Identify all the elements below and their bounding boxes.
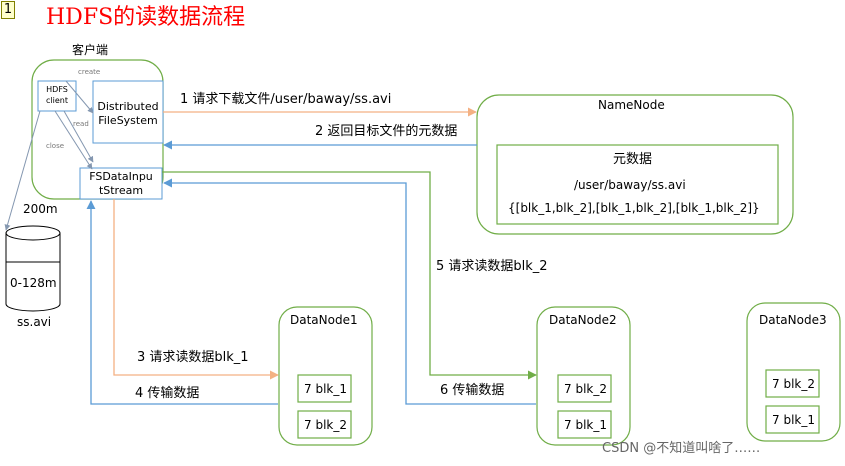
slide-number: 1 — [1, 1, 15, 19]
fs-input-stream-text: FSDataInpu tStream — [89, 170, 153, 197]
hdfs-client-text: HDFS client — [46, 85, 68, 105]
datanode-2-block-1-box — [557, 374, 612, 403]
file-size-label: 200m — [23, 202, 58, 216]
step-6-label: 6 传输数据 — [440, 383, 505, 398]
step-5-arrow — [162, 171, 537, 380]
file-segment-label: 0-128m — [10, 276, 57, 290]
datanode-1-block-2: 7 blk_2 — [304, 418, 347, 432]
datanode-3-block-1-box — [765, 369, 820, 398]
create-arrow — [65, 80, 94, 114]
fs-input-stream-box — [79, 167, 163, 200]
step-2-label: 2 返回目标文件的元数据 — [315, 124, 458, 139]
datanode-2-label: DataNode2 — [549, 313, 617, 327]
datanode-2-block-1: 7 blk_2 — [564, 382, 607, 396]
create-label: create — [78, 68, 101, 76]
step-3-label: 3 请求读数据blk_1 — [137, 350, 249, 365]
file-cylinder — [5, 233, 61, 312]
datanode-1-block-1: 7 blk_1 — [304, 382, 347, 396]
datanode-1-block-1-box — [297, 374, 352, 403]
datanode-3-block-2: 7 blk_1 — [772, 413, 815, 427]
step-4-arrow — [86, 200, 278, 405]
datanode-3-block-2-box — [765, 405, 820, 434]
datanode-2-block-2-box — [557, 410, 612, 439]
datanode-1-label: DataNode1 — [290, 313, 358, 327]
metadata-title: 元数据 — [613, 152, 653, 167]
file-cylinder-top — [5, 225, 61, 241]
read-arrow — [63, 110, 94, 163]
client-label: 客户端 — [72, 43, 109, 57]
step-4-label: 4 传输数据 — [135, 386, 200, 401]
datanode-3-block-1: 7 blk_2 — [772, 377, 815, 391]
page-title: HDFS的读数据流程 — [46, 5, 246, 30]
step-3-arrow — [113, 199, 279, 380]
step-1-label: 1 请求下载文件/user/baway/ss.avi — [180, 92, 392, 107]
datanode-3-label: DataNode3 — [759, 313, 827, 327]
read-label: read — [73, 120, 89, 128]
metadata-box — [496, 144, 779, 225]
distributed-filesystem-text: Distributed FileSystem — [97, 100, 159, 127]
file-name-label: ss.avi — [17, 315, 52, 329]
step-5-label: 5 请求读数据blk_2 — [436, 259, 548, 274]
metadata-blocks: {[blk_1,blk_2],[blk_1,blk_2],[blk_1,blk_… — [508, 201, 760, 215]
namenode-label: NameNode — [598, 98, 665, 112]
distributed-filesystem-box — [92, 80, 164, 144]
csdn-watermark: CSDN @不知道叫啥了…… — [602, 441, 761, 456]
metadata-path: /user/baway/ss.avi — [574, 178, 686, 192]
datanode-2-block-2: 7 blk_1 — [564, 418, 607, 432]
close-arrow — [54, 110, 93, 170]
client-to-file-arrow — [4, 110, 41, 231]
datanode-1-block-2-box — [297, 410, 352, 439]
close-label: close — [46, 142, 65, 150]
step-6-arrow — [163, 178, 536, 405]
